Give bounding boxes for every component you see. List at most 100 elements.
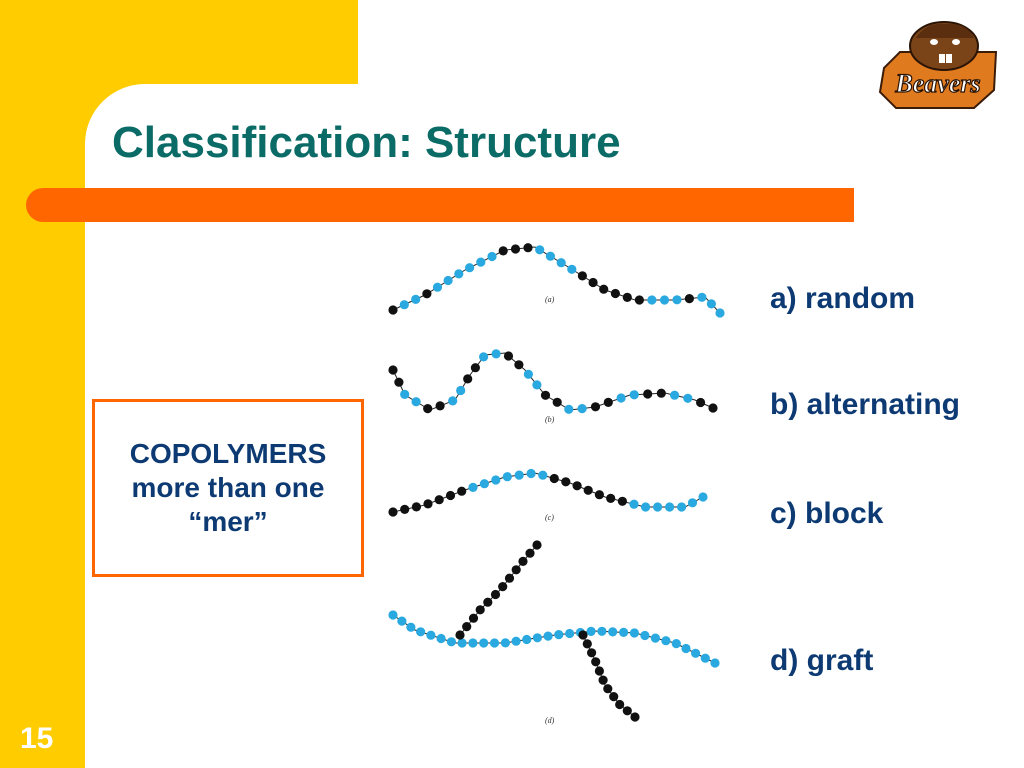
mer-bead	[634, 295, 644, 305]
mer-bead	[684, 294, 694, 304]
mer-bead	[677, 502, 687, 512]
mer-bead	[511, 565, 521, 575]
label-block: c) block	[770, 497, 884, 530]
mer-bead	[609, 692, 619, 702]
mer-bead	[617, 496, 627, 506]
mer-bead	[535, 245, 545, 255]
top-yellow-band	[0, 0, 358, 84]
mer-bead	[659, 295, 670, 305]
mer-bead	[687, 498, 698, 508]
chain-random	[388, 243, 725, 318]
mer-bead	[436, 633, 446, 644]
copolymer-term: COPOLYMERS	[129, 438, 327, 469]
mer-bead	[426, 630, 436, 640]
mer-bead	[540, 390, 551, 400]
mer-bead	[476, 257, 486, 267]
label-random: a) random	[770, 282, 916, 315]
mer-bead	[454, 269, 464, 279]
mer-bead	[629, 499, 639, 509]
mer-bead	[525, 548, 535, 558]
page-number: 15	[20, 722, 54, 755]
panel-tag-c: (c)	[545, 513, 554, 522]
mer-bead	[647, 295, 657, 305]
mer-bead	[653, 502, 663, 512]
mer-bead	[399, 300, 409, 310]
panel-tag-d: (d)	[545, 716, 555, 725]
mer-bead	[394, 377, 404, 387]
mer-bead	[671, 639, 681, 649]
mer-bead	[475, 605, 485, 615]
mer-bead	[510, 244, 521, 254]
mer-bead	[532, 633, 542, 643]
mer-bead	[556, 258, 566, 268]
mer-bead	[549, 473, 559, 484]
mer-bead	[641, 502, 651, 512]
mer-bead	[468, 613, 479, 623]
mer-bead	[446, 637, 456, 647]
chain-graft-branch-upper	[455, 540, 542, 640]
mer-bead	[615, 699, 625, 710]
mer-bead	[489, 638, 500, 648]
mer-bead	[479, 352, 489, 362]
mer-bead	[532, 380, 542, 390]
mer-bead	[590, 402, 601, 412]
mer-bead	[518, 556, 528, 566]
mer-bead	[700, 653, 710, 663]
mer-bead	[545, 251, 555, 261]
mer-bead	[586, 626, 596, 636]
mer-bead	[457, 638, 467, 648]
mer-bead	[552, 397, 562, 407]
mer-bead	[514, 360, 524, 370]
chain-graft-backbone	[388, 610, 720, 668]
mer-bead	[411, 294, 421, 304]
panel-tag-a: (a)	[545, 295, 555, 304]
mer-bead	[456, 385, 466, 396]
mer-bead	[400, 389, 410, 399]
mer-bead	[599, 284, 609, 294]
mer-bead	[587, 648, 597, 658]
mer-bead	[598, 675, 608, 685]
mer-bead	[561, 477, 571, 487]
mer-bead	[606, 493, 616, 503]
slide-title: Classification: Structure	[112, 118, 621, 167]
panel-tag-b: (b)	[545, 415, 555, 424]
mer-bead	[445, 490, 456, 501]
mer-bead	[526, 468, 536, 479]
mer-bead	[643, 389, 653, 399]
mer-bead	[487, 251, 497, 262]
mer-bead	[630, 712, 640, 722]
rounded-corner	[85, 84, 205, 204]
logo-wordmark: Beavers	[894, 69, 980, 98]
mer-bead	[577, 404, 587, 414]
mer-bead	[388, 507, 398, 517]
mer-bead	[565, 628, 575, 639]
mer-bead	[411, 502, 421, 512]
mer-bead	[388, 610, 398, 620]
mer-bead	[578, 630, 588, 640]
mer-bead	[583, 485, 593, 495]
mer-bead	[697, 292, 707, 302]
mer-bead	[698, 492, 708, 502]
mer-bead	[498, 246, 508, 256]
left-yellow-band	[0, 0, 85, 768]
mer-bead	[594, 666, 604, 676]
mer-bead	[665, 502, 675, 512]
copolymer-definition-line: more than one	[131, 472, 325, 503]
mer-bead	[443, 275, 453, 286]
mer-bead	[681, 643, 691, 654]
mer-bead	[650, 633, 660, 643]
chain-block	[388, 468, 708, 517]
mer-bead	[577, 271, 587, 281]
mer-bead	[706, 299, 716, 309]
mer-bead	[594, 490, 604, 500]
mer-bead	[388, 305, 398, 315]
mer-bead	[715, 308, 725, 318]
mer-bead	[462, 622, 472, 632]
mer-bead	[500, 638, 510, 648]
mer-bead	[483, 597, 493, 607]
mer-bead	[422, 289, 432, 299]
mer-bead	[432, 282, 443, 292]
label-graft: d) graft	[770, 644, 874, 677]
mer-bead	[423, 404, 433, 414]
mer-bead	[656, 388, 666, 398]
